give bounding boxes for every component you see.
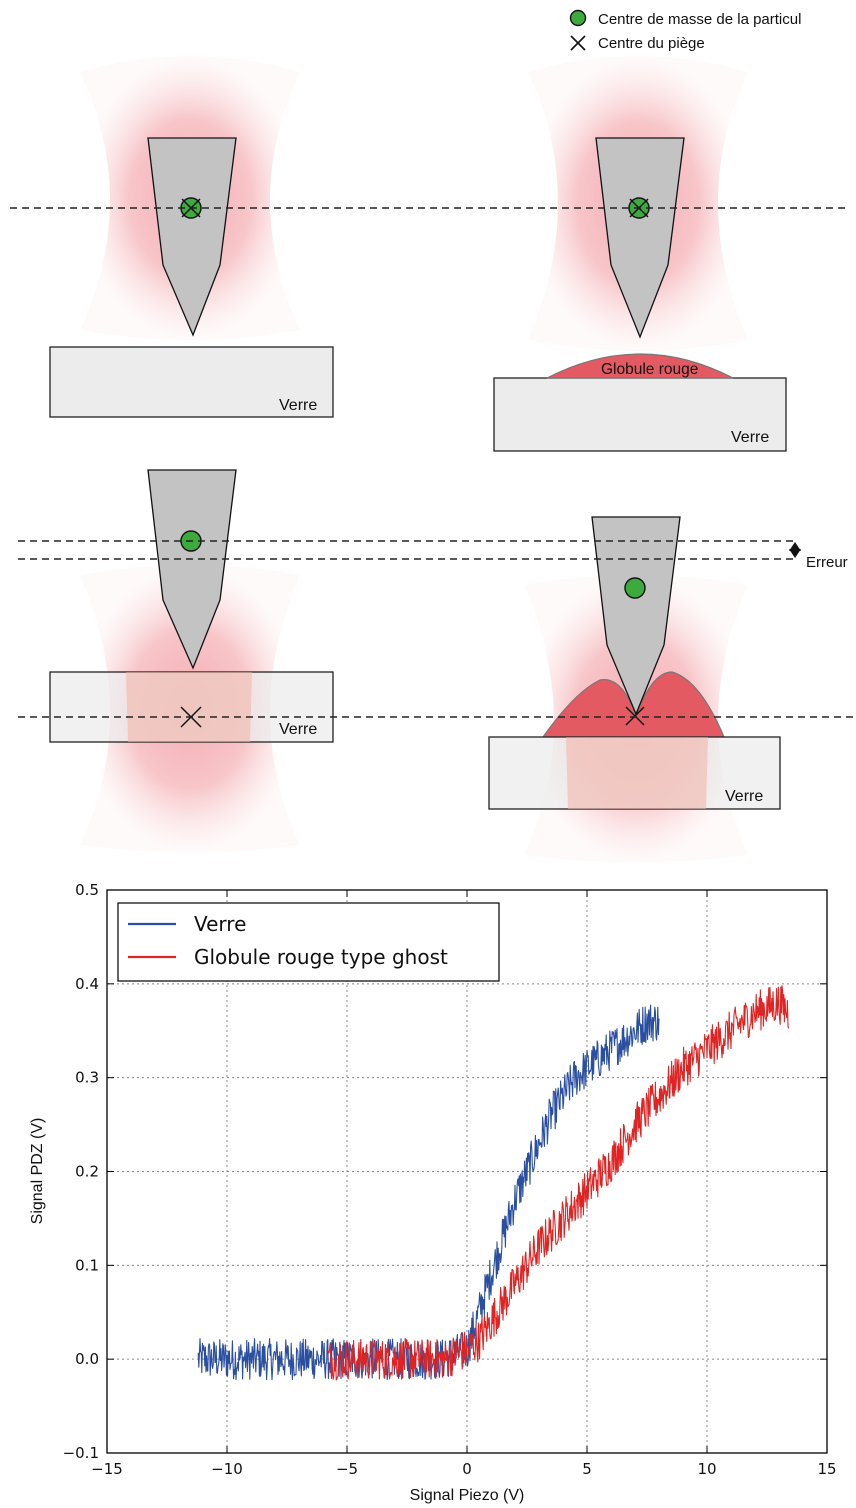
y-ticks: −0.1 0.0 0.1 0.2 0.3 0.4 0.5 xyxy=(63,881,827,1462)
error-label: Erreur xyxy=(806,554,848,571)
x-tick-label: −5 xyxy=(336,1460,358,1478)
panel-top-left: Verre xyxy=(49,56,334,418)
afm-probe xyxy=(595,137,685,339)
x-axis-title: Signal Piezo (V) xyxy=(410,1487,525,1504)
y-axis-title: Signal PDZ (V) xyxy=(29,1118,46,1225)
error-indicator: Erreur xyxy=(789,542,848,571)
afm-probe xyxy=(591,516,681,716)
chart-legend: Verre Globule rouge type ghost xyxy=(117,902,500,982)
glass-label: Verre xyxy=(725,788,763,805)
glass-label: Verre xyxy=(279,397,317,414)
glass-label: Verre xyxy=(731,429,769,446)
panel-top-right: Verre Globule rouge xyxy=(493,56,787,452)
laser-beam-through-glass xyxy=(566,737,708,809)
y-tick-label: −0.1 xyxy=(63,1444,99,1462)
x-tick-label: −10 xyxy=(211,1460,243,1478)
y-tick-label: 0.2 xyxy=(75,1163,99,1181)
x-tick-label: 0 xyxy=(462,1460,472,1478)
y-tick-label: 0.1 xyxy=(75,1256,99,1274)
cross-legend-icon xyxy=(570,35,586,51)
laser-beam-through-glass xyxy=(126,672,252,742)
y-tick-label: 0.0 xyxy=(75,1350,99,1368)
red-cell-label: Globule rouge xyxy=(601,361,698,378)
glass-label: Verre xyxy=(279,721,317,738)
y-tick-label: 0.5 xyxy=(75,881,99,899)
x-tick-label: 5 xyxy=(582,1460,592,1478)
series-line-globule xyxy=(327,985,790,1381)
legend-label-verre: Verre xyxy=(194,912,246,936)
x-tick-label: 10 xyxy=(697,1460,716,1478)
legend-trap-center: Centre du piège xyxy=(598,35,705,52)
y-tick-label: 0.3 xyxy=(75,1069,99,1087)
panel-mid-right: Verre xyxy=(488,516,781,863)
legend-center-of-mass: Centre de masse de la particul xyxy=(598,11,801,28)
panel-mid-left: Verre xyxy=(49,469,334,853)
glass-slide xyxy=(493,377,787,452)
legend-label-globule: Globule rouge type ghost xyxy=(194,945,448,969)
glass-slide xyxy=(49,346,334,418)
afm-probe xyxy=(147,137,237,337)
y-tick-label: 0.4 xyxy=(75,975,99,993)
trap-center-cross xyxy=(625,706,645,726)
x-tick-label: −15 xyxy=(91,1460,123,1478)
diagram-legend: Centre de masse de la particul Centre du… xyxy=(569,9,801,52)
particle-center xyxy=(624,577,646,599)
afm-probe xyxy=(147,469,237,670)
chart: −15 −10 −5 0 5 10 15 −0.1 0.0 0.1 0.2 0.3 0.4 0.5 Si… xyxy=(29,881,837,1504)
particle-legend-icon xyxy=(569,9,587,27)
series-layer xyxy=(197,985,790,1381)
red-cell xyxy=(546,353,734,379)
x-tick-label: 15 xyxy=(817,1460,836,1478)
x-ticks: −15 −10 −5 0 5 10 15 xyxy=(91,890,837,1478)
